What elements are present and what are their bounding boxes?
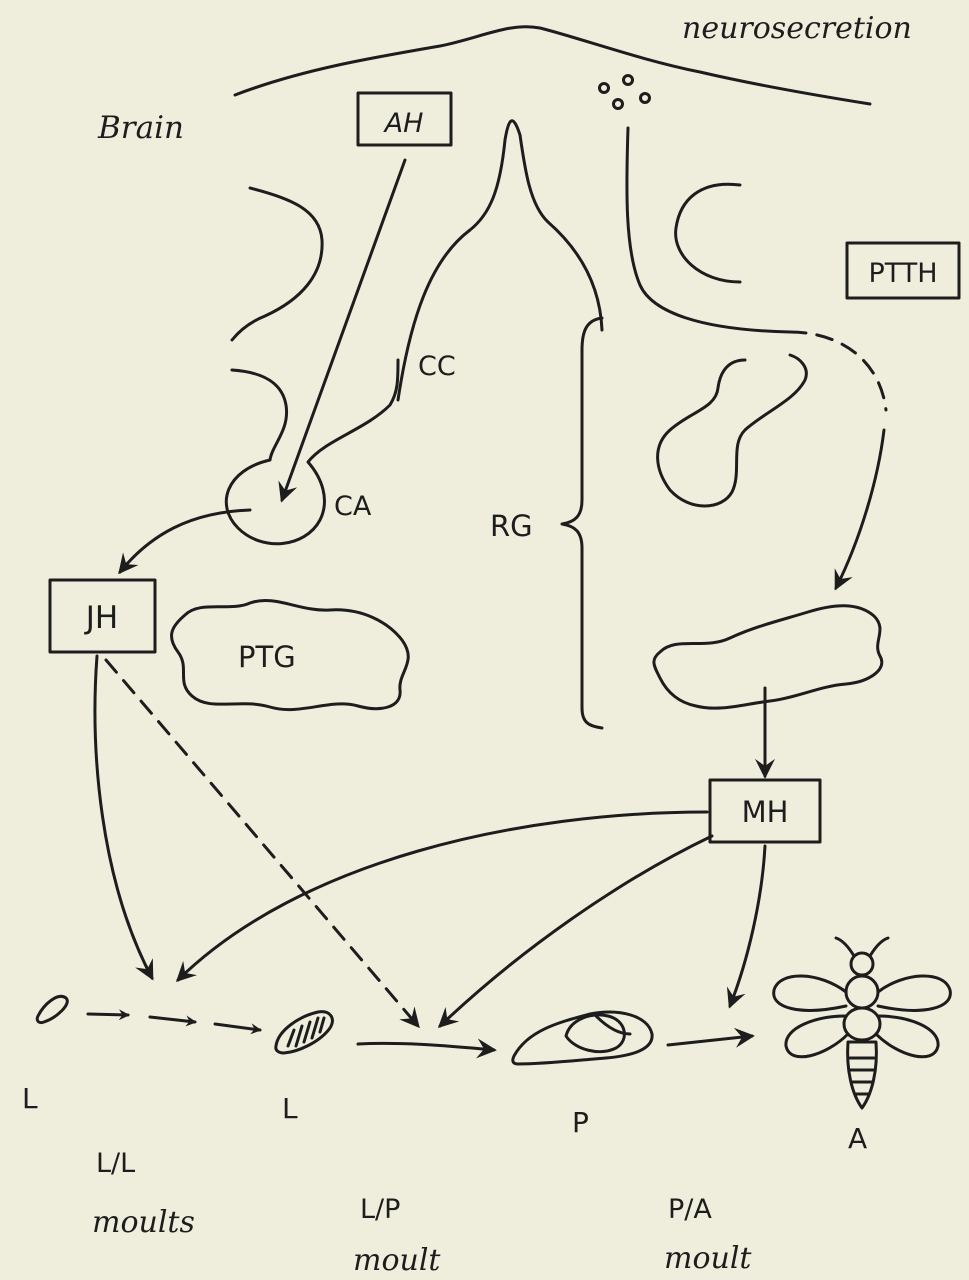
label-pa-moult-1: P/A — [668, 1194, 712, 1225]
arrow-mh-to-pa-moult — [730, 846, 765, 1006]
label-cc: CC — [418, 351, 456, 382]
label-ll-moults-2: moults — [92, 1205, 195, 1240]
arrow-jh-dashed-to-lp-moult — [106, 660, 418, 1026]
label-lp-moult-1: L/P — [360, 1194, 400, 1225]
label-mh: MH — [742, 795, 789, 829]
label-brain: Brain — [97, 110, 184, 146]
label-ll-moults-1: L/L — [96, 1148, 135, 1179]
label-ptth: PTTH — [868, 258, 937, 289]
neurosecretion-granules — [600, 76, 650, 109]
label-ah: AH — [383, 108, 424, 139]
arrow-ptth-dashed — [790, 332, 886, 410]
arrow-ptth-to-ptg — [836, 430, 884, 588]
arrow-egg-1 — [88, 1014, 128, 1015]
arrow-pupa-to-adult — [668, 1036, 752, 1045]
larva-drawing — [276, 1012, 333, 1053]
right-lobe-upper — [676, 184, 740, 282]
label-stage-l-larva: L — [282, 1092, 298, 1125]
arrow-mh-to-lp-moult — [440, 836, 712, 1026]
label-stage-l-egg: L — [22, 1082, 38, 1115]
left-lobe-upper — [232, 188, 322, 340]
label-jh: JH — [84, 600, 118, 636]
ptg-gland-right — [654, 606, 882, 708]
right-central-line — [627, 128, 790, 332]
arrow-egg-2 — [150, 1017, 195, 1022]
right-lobe-lower — [658, 355, 807, 506]
label-stage-p: P — [572, 1106, 589, 1139]
arrow-ah-to-ca — [282, 160, 405, 500]
label-lp-moult-2: moult — [353, 1243, 441, 1278]
adult-insect-drawing — [774, 938, 951, 1108]
left-lobe-lower — [226, 360, 398, 544]
label-rg: RG — [490, 509, 533, 543]
label-stage-a: A — [848, 1122, 867, 1155]
label-ca: CA — [334, 491, 372, 522]
label-ptg: PTG — [238, 640, 296, 674]
pupa-drawing — [513, 1012, 652, 1064]
rg-brace — [562, 318, 602, 728]
arrow-larva-to-pupa — [358, 1043, 494, 1050]
label-pa-moult-2: moult — [664, 1241, 752, 1276]
egg-shape — [37, 996, 67, 1022]
arrow-egg-3 — [215, 1024, 260, 1030]
label-neurosecretion: neurosecretion — [682, 11, 912, 46]
